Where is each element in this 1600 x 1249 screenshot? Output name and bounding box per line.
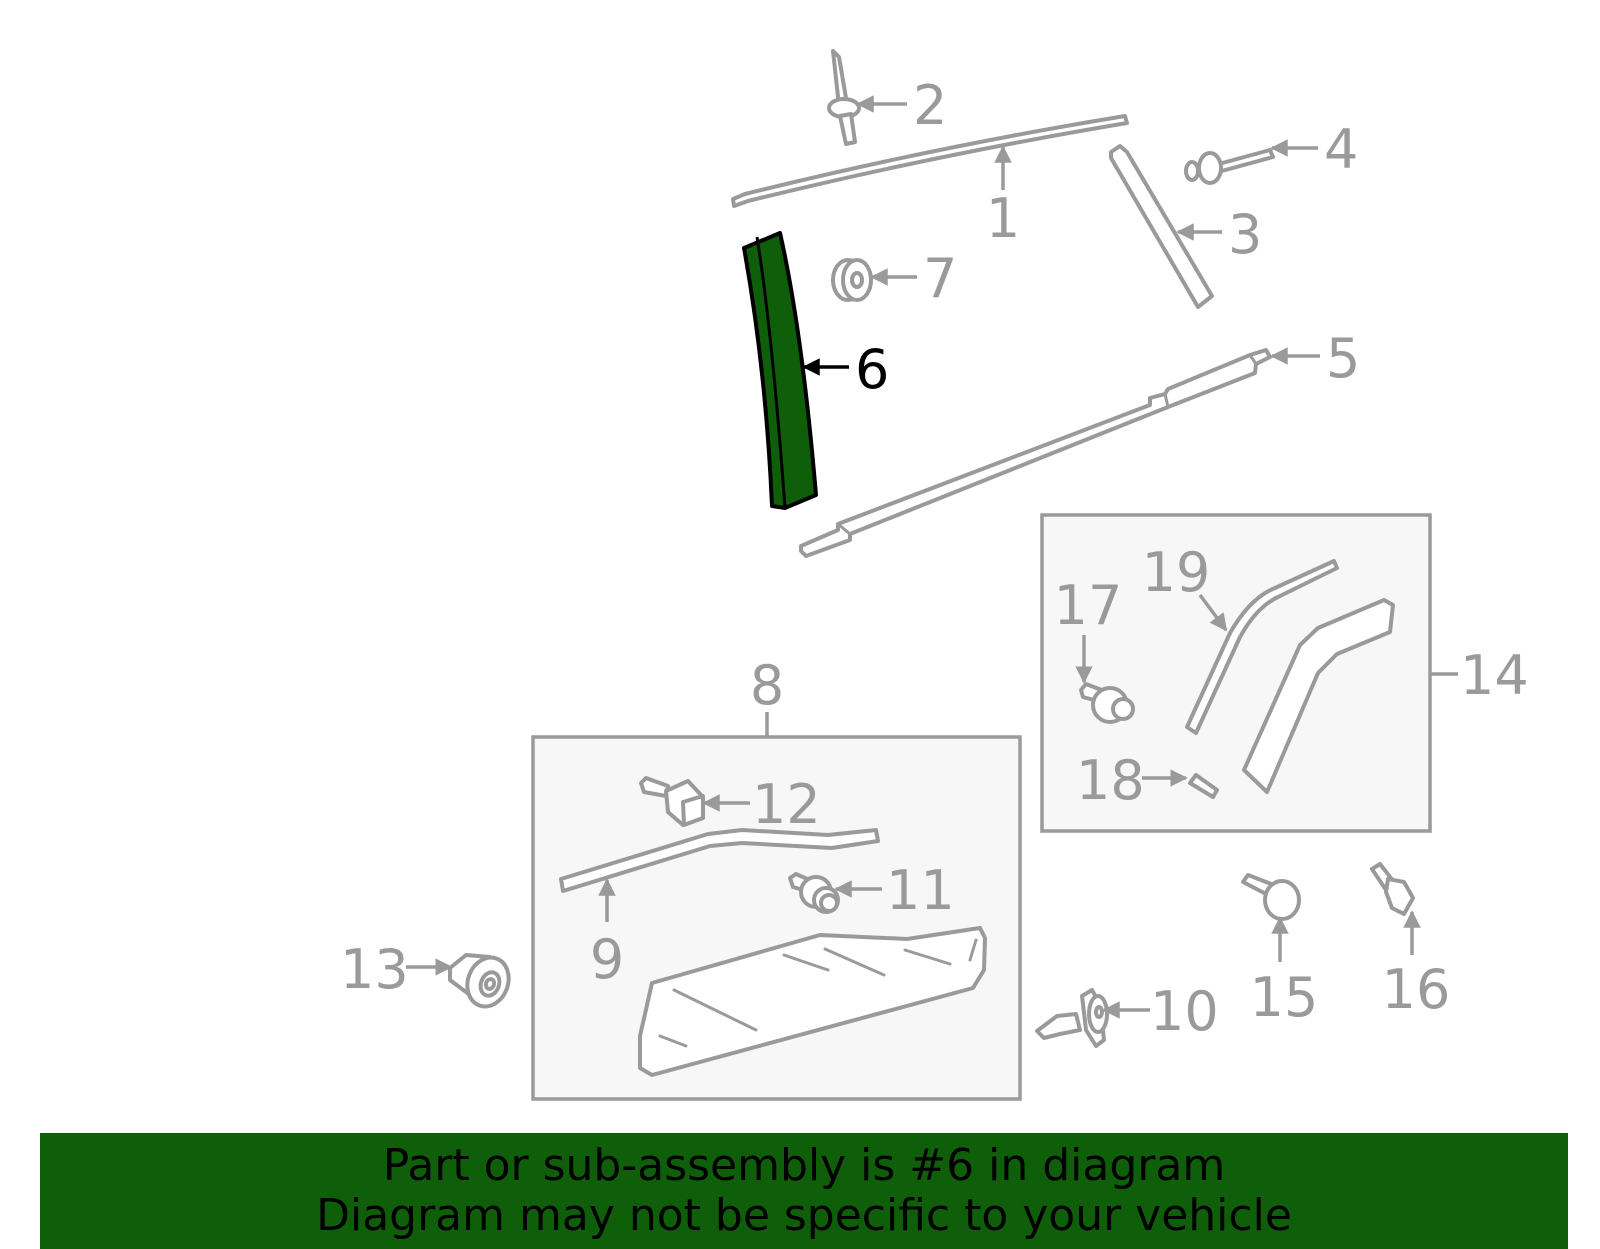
part-6-pillar-garnish[interactable] [742,231,818,510]
banner-line-part: Part or sub-assembly is #6 in diagram [382,1140,1226,1191]
callout-3: 3 [1228,203,1262,266]
callout-1: 1 [986,187,1020,250]
part-11-clip[interactable] [788,872,840,914]
callout-6: 6 [855,338,889,401]
callout-8: 8 [750,654,784,717]
part-5-belt-moulding[interactable] [799,348,1272,558]
callout-11: 11 [886,859,955,922]
part-14-moulding[interactable] [1242,598,1395,794]
callout-13: 13 [340,938,409,1001]
callout-5: 5 [1326,327,1360,390]
part-1-roof-moulding[interactable] [731,114,1129,208]
part-9-strip[interactable] [559,828,880,893]
part-7-grommet[interactable] [831,258,873,302]
part-13-grommet[interactable] [448,952,515,1013]
callout-15: 15 [1250,966,1319,1029]
part-4-screw[interactable] [1184,148,1275,185]
part-3-strip[interactable] [1109,144,1214,309]
callout-7: 7 [923,247,957,310]
callout-17: 17 [1054,574,1123,637]
banner-line-disclaimer: Diagram may not be specific to your vehi… [316,1190,1292,1241]
callout-14: 14 [1460,644,1529,707]
part-19-strip[interactable] [1185,559,1339,735]
callout-12: 12 [752,773,821,836]
part-15-screw[interactable] [1241,873,1301,921]
part-lower-garnish[interactable] [638,926,987,1077]
callout-19: 19 [1142,541,1211,604]
callout-2: 2 [913,74,947,137]
callout-4: 4 [1324,118,1358,181]
part-12-clip[interactable] [639,776,705,827]
info-banner: Part or sub-assembly is #6 in diagram Di… [40,1133,1568,1249]
part-16-clip[interactable] [1370,862,1415,916]
part-18-clip[interactable] [1188,773,1219,799]
callout-9: 9 [590,928,624,991]
part-2-clip[interactable] [827,49,861,146]
leader-19 [1198,593,1228,632]
callout-18: 18 [1076,749,1145,812]
callout-16: 16 [1382,958,1451,1021]
part-10-clip[interactable] [1035,988,1109,1048]
part-17-clip[interactable] [1079,682,1135,724]
callout-10: 10 [1150,980,1219,1043]
group-14-box [1040,513,1432,833]
